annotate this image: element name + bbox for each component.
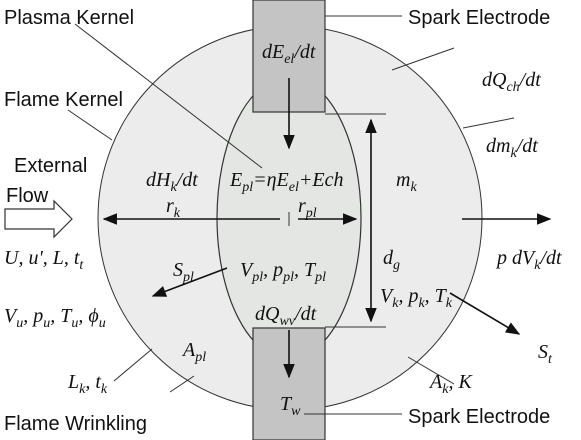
symbol-v-k-p-k-t-k: Vk, pk, Tk: [380, 285, 453, 311]
st-arrow: [449, 292, 521, 335]
symbol-l-k-t-k: Lk, tk: [67, 371, 108, 397]
dmk-leader: [462, 117, 515, 129]
symbol-a-k-k: Ak, K: [428, 371, 473, 397]
symbol-de-el-dt: dEel/dt: [262, 41, 316, 67]
symbol-r-k: rk: [166, 195, 181, 221]
spark-electrode-top-label: Spark Electrode: [408, 7, 550, 29]
symbol-v-u-p-u-t-u-phi-u: Vu, pu, Tu, ϕu: [4, 305, 106, 331]
plasma-kernel-label: Plasma Kernel: [4, 7, 134, 29]
ak-leader: [407, 356, 455, 385]
spl-arrow: [151, 267, 228, 297]
symbol-v-pl-p-pl-t-pl: Vpl, ppl, Tpl: [240, 259, 326, 285]
plasma-kernel-leader: [74, 23, 263, 169]
spark-electrode-bottom-label: Spark Electrode: [408, 406, 550, 428]
symbol-s-t: St: [538, 341, 553, 367]
flame-kernel-label: Flame Kernel: [4, 89, 123, 111]
symbol-t-w: Tw: [280, 393, 301, 419]
external-flow-label-line2: Flow: [6, 185, 49, 207]
symbol-r-pl: rpl: [298, 195, 317, 221]
symbol-a-pl: Apl: [181, 339, 206, 365]
symbol-d-g: dg: [383, 247, 400, 273]
symbol-e-pl-eq: Epl=ηEel+Ech: [229, 169, 343, 195]
symbol-dq-ch-dt: dQch/dt: [482, 69, 541, 95]
flame-kernel-leader: [67, 109, 113, 141]
symbol-labels: dEel/dt dQch/dt dmk/dt dHk/dt Epl=ηEel+Ech mk…: [4, 41, 562, 419]
lk-leader: [113, 348, 153, 382]
symbol-s-pl: Spl: [173, 259, 194, 285]
symbol-dh-k-dt: dHk/dt: [146, 169, 198, 195]
symbol-dm-k-dt: dmk/dt: [486, 135, 538, 161]
external-flow-label-line1: External: [14, 155, 87, 177]
flame-wrinkling-label: Flame Wrinkling: [4, 413, 147, 435]
flame-wrinkling-leader: [169, 375, 195, 393]
symbol-p-dv-k-dt: p dVk/dt: [495, 247, 562, 273]
symbol-m-k: mk: [396, 169, 417, 195]
external-flow-arrow: [4, 199, 73, 239]
symbol-u-u-l-t: U, u', L, tt: [4, 247, 84, 273]
dqch-leader: [391, 47, 455, 71]
symbol-dq-wv-dt: dQwv/dt: [255, 303, 317, 329]
